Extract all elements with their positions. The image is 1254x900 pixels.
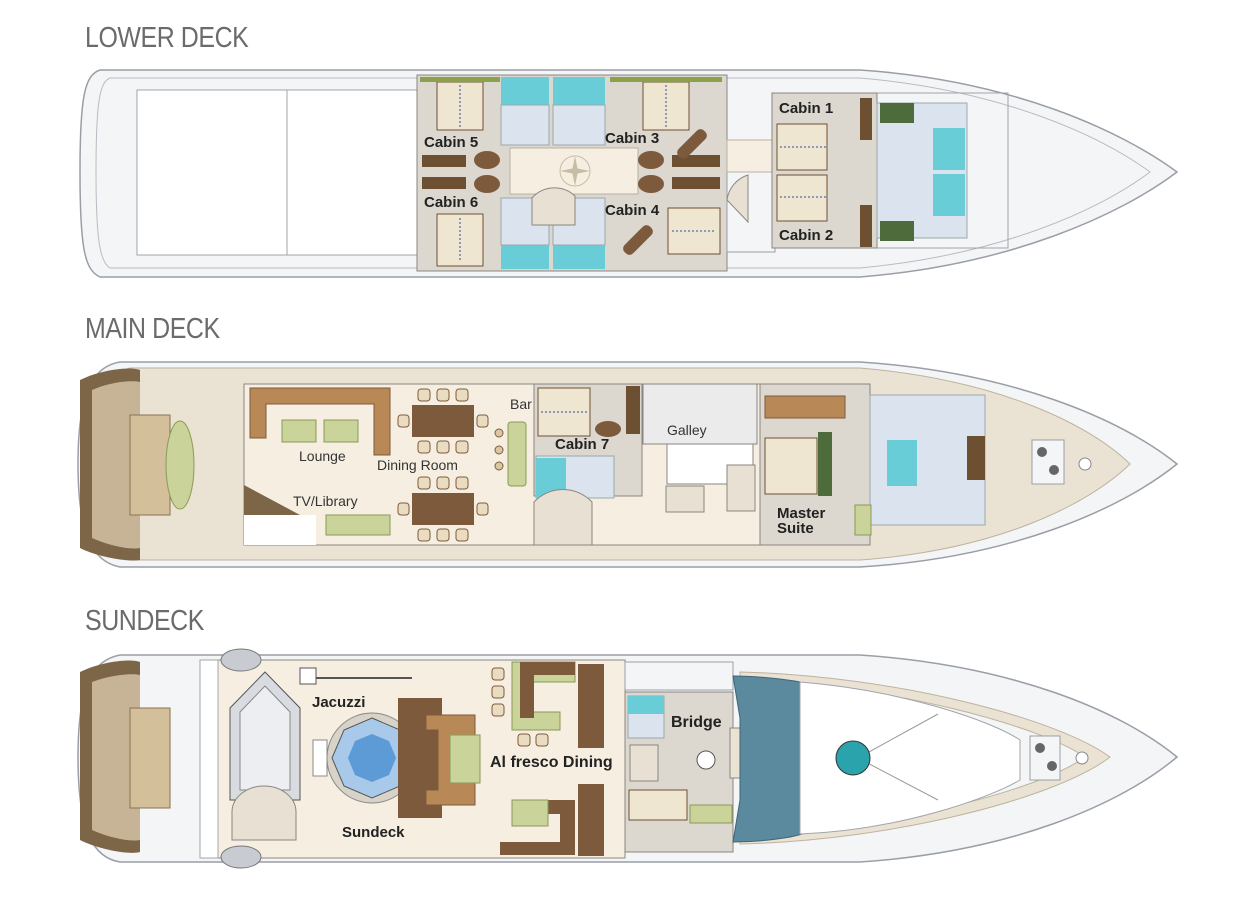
dining-room-label: Dining Room (377, 457, 458, 473)
bar-label: Bar (510, 396, 532, 412)
lower-aft-storage (136, 89, 288, 256)
galley-area (642, 383, 758, 445)
sundeck-label: Sundeck (342, 824, 405, 841)
sundeck-title: SUNDECK (85, 605, 204, 637)
al-fresco-dining-label: Al fresco Dining (490, 754, 613, 771)
lower-deck-plan (79, 69, 1179, 278)
master-suite-label-line2: Suite (777, 520, 814, 537)
sundeck-plan (77, 648, 1179, 869)
cabin-5-label: Cabin 5 (424, 134, 479, 151)
bridge-label: Bridge (671, 714, 722, 731)
lounge-label: Lounge (299, 448, 346, 464)
cabin-3-label: Cabin 3 (605, 130, 660, 147)
galley-label: Galley (667, 422, 707, 438)
tv-library-label: TV/Library (293, 493, 358, 509)
master-suite-label-line1: Master (777, 505, 826, 522)
stern-table-icon (165, 420, 195, 510)
cabin-2-label: Cabin 2 (779, 227, 834, 244)
windshield (732, 675, 803, 843)
main-deck-title: MAIN DECK (85, 313, 220, 345)
main-deck-plan (77, 361, 1179, 568)
lower-deck-title: LOWER DECK (85, 22, 249, 54)
jacuzzi-label: Jacuzzi (312, 694, 366, 711)
cabin-7-label: Cabin 7 (555, 436, 610, 453)
cabin-6-label: Cabin 6 (424, 194, 479, 211)
cabin-1-label: Cabin 1 (779, 100, 834, 117)
foredeck-spa-icon (835, 740, 871, 776)
cabin-4-label: Cabin 4 (605, 202, 660, 219)
